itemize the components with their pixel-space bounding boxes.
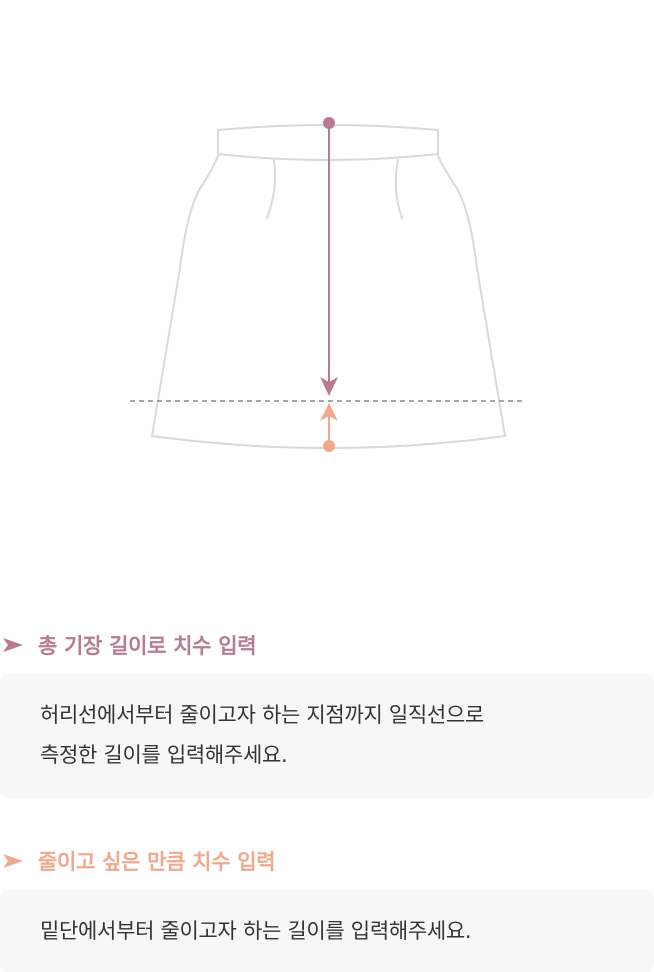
guide-header: 총 기장 길이로 치수 입력 xyxy=(0,630,654,660)
guide-description-box: 허리선에서부터 줄이고자 하는 지점까지 일직선으로 측정한 길이를 입력해주세… xyxy=(0,674,654,798)
guide-title: 줄이고 싶은 만큼 치수 입력 xyxy=(38,850,276,874)
guide-description-line: 측정한 길이를 입력해주세요. xyxy=(40,743,288,767)
triangle-right-icon xyxy=(0,637,38,653)
total-length-guide: 총 기장 길이로 치수 입력 허리선에서부터 줄이고자 하는 지점까지 일직선으… xyxy=(0,630,654,798)
guide-description-line: 허리선에서부터 줄이고자 하는 지점까지 일직선으로 xyxy=(40,703,484,727)
reduce-length-guide: 줄이고 싶은 만큼 치수 입력 밑단에서부터 줄이고자 하는 길이를 입력해주세… xyxy=(0,846,654,972)
guide-description-line: 밑단에서부터 줄이고자 하는 길이를 입력해주세요. xyxy=(40,919,472,943)
triangle-right-icon xyxy=(0,853,38,869)
arrow-up-icon xyxy=(320,403,338,421)
guide-description-box: 밑단에서부터 줄이고자 하는 길이를 입력해주세요. xyxy=(0,890,654,972)
total-length-marker xyxy=(320,117,338,396)
reduce-length-marker xyxy=(320,403,338,452)
guide-header: 줄이고 싶은 만큼 치수 입력 xyxy=(0,846,654,876)
skirt-illustration xyxy=(130,117,523,452)
guide-title: 총 기장 길이로 치수 입력 xyxy=(38,634,257,658)
arrow-down-icon xyxy=(320,377,338,396)
